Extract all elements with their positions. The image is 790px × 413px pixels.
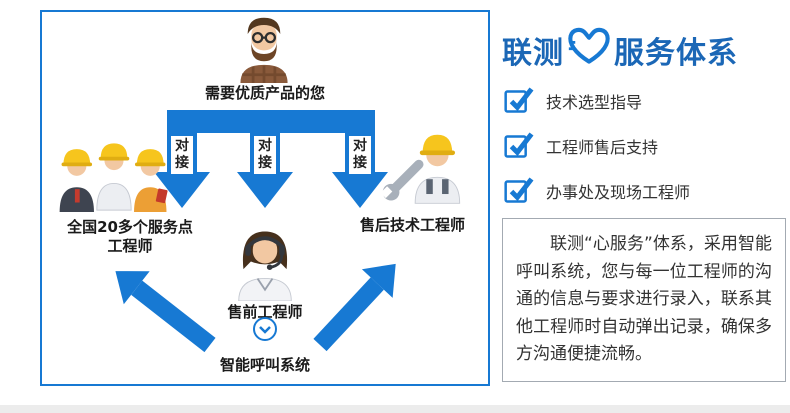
customer-avatar (235, 14, 293, 87)
service-system-panel: 联测 服务体系 技术选型指导 (502, 0, 788, 413)
left-node-label-line2: 工程师 (107, 237, 153, 255)
panel-title: 联测 服务体系 (502, 26, 738, 74)
page-bottom-divider (0, 405, 790, 413)
heart-icon (567, 26, 611, 74)
customer-avatar-icon (240, 17, 288, 83)
feature-label: 技术选型指导 (546, 93, 643, 112)
left-node-label: 全国20多个服务点 工程师 (48, 218, 212, 256)
feature-item: 技术选型指导 (504, 86, 690, 116)
docking-tag-right: 对接 (349, 136, 371, 174)
center-node-label: 售前工程师 (227, 303, 303, 321)
arrow-up-left (115, 271, 216, 353)
service-flow-diagram: 需要优质产品的您 对接 对接 对接 (40, 10, 490, 386)
chevron-down-icon (252, 316, 278, 342)
right-node-label: 售后技术工程师 (359, 216, 465, 234)
smart-call-system-label: 智能呼叫系统 (219, 356, 310, 374)
feature-item: 办事处及现场工程师 (504, 176, 690, 206)
docking-tag-center: 对接 (254, 136, 276, 174)
panel-title-suffix: 服务体系 (614, 36, 738, 71)
arrow-up-right (313, 263, 396, 352)
aftersales-engineer-avatar (378, 118, 482, 211)
wrench-worker-icon (380, 134, 461, 204)
service-description-box: 联测“心服务”体系，采用智能呼叫系统，您与每一位工程师的沟通的信息与要求进行录入… (502, 218, 786, 382)
check-icon (504, 174, 534, 208)
service-point-engineers-avatar (52, 128, 176, 220)
feature-label: 工程师售后支持 (546, 138, 659, 157)
feature-list: 技术选型指导 工程师售后支持 办事处及现场工程师 (504, 86, 690, 221)
customer-label: 需要优质产品的您 (204, 84, 325, 102)
left-node-label-line1: 全国20多个服务点 (67, 218, 193, 236)
call-agent-icon (238, 231, 292, 302)
panel-title-prefix: 联测 (502, 36, 564, 71)
docking-tag-left: 对接 (171, 136, 193, 174)
check-icon (504, 129, 534, 163)
feature-label: 办事处及现场工程师 (546, 183, 691, 202)
check-icon (504, 84, 534, 118)
engineers-group-icon (59, 143, 168, 213)
presales-engineer-avatar (232, 224, 298, 305)
feature-item: 工程师售后支持 (504, 131, 690, 161)
